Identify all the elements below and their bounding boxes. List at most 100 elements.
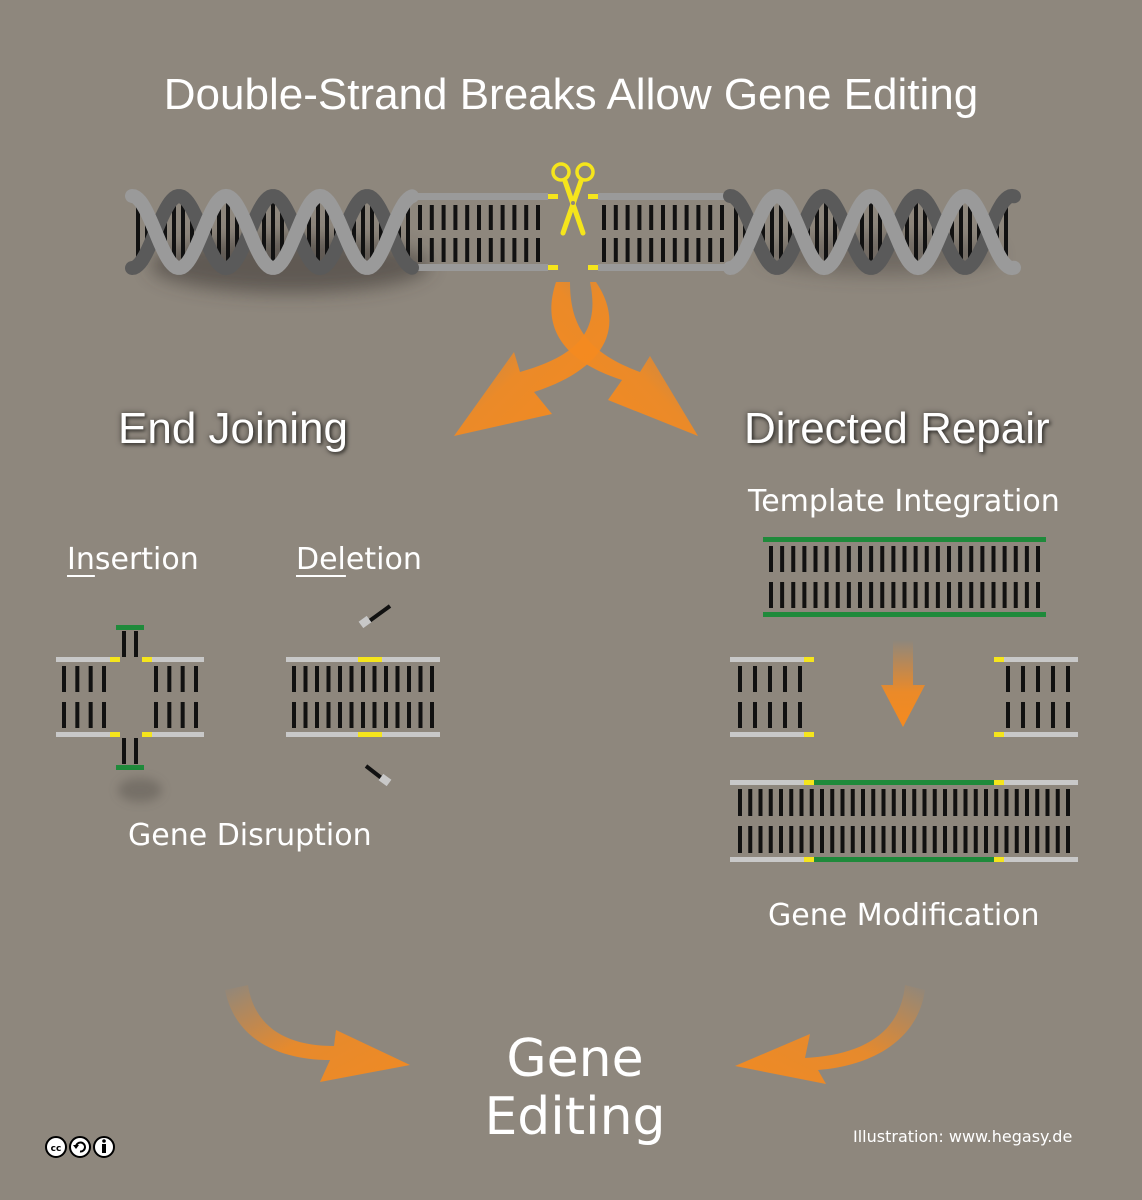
base-pair	[968, 201, 972, 263]
base-pair	[122, 631, 126, 657]
base-pair	[536, 205, 540, 230]
insertion-label-rest: sertion	[94, 542, 199, 577]
base-pair	[991, 546, 996, 572]
base-pair	[935, 582, 940, 608]
base-pair	[720, 205, 724, 230]
base-pair	[625, 205, 630, 230]
base-pair	[846, 582, 851, 608]
base-pair	[512, 205, 517, 230]
base-pair	[958, 582, 963, 608]
base-pair	[379, 214, 383, 250]
template-down-arrow	[881, 640, 925, 727]
base-pair	[194, 666, 198, 692]
base-pair	[708, 238, 713, 262]
base-pair	[734, 202, 738, 262]
base-pair	[780, 582, 785, 608]
base-pair	[180, 666, 185, 692]
base-pair	[1014, 789, 1019, 816]
base-pair	[441, 238, 446, 262]
base-pair	[684, 238, 689, 262]
base-pair	[524, 205, 529, 230]
base-pair	[768, 666, 772, 692]
base-pair	[905, 209, 909, 255]
base-pair	[292, 666, 296, 692]
base-pair	[902, 546, 907, 572]
base-pair	[758, 826, 763, 853]
base-pair	[1051, 666, 1055, 692]
base-pair	[672, 205, 677, 230]
base-pair	[994, 826, 999, 853]
base-pair	[802, 546, 807, 572]
base-pair	[75, 702, 80, 728]
base-pair	[524, 238, 529, 262]
base-pair	[830, 826, 835, 853]
base-pair	[935, 546, 940, 572]
base-pair	[891, 826, 896, 853]
insertion-diagram	[56, 625, 204, 802]
dna-double-helix	[125, 188, 1021, 276]
base-pair	[465, 238, 470, 262]
base-pair	[395, 702, 400, 728]
base-pair	[349, 702, 354, 728]
base-pair	[963, 826, 968, 853]
base-pair	[1045, 789, 1050, 816]
base-pair	[134, 738, 138, 764]
base-pair	[871, 826, 876, 853]
backbone-strand	[1002, 732, 1078, 737]
cc-icon: cc	[45, 1136, 67, 1158]
base-pair	[994, 789, 999, 816]
base-pair	[869, 546, 874, 572]
license-badges: cc	[45, 1136, 115, 1158]
base-pair	[824, 200, 828, 264]
cut-site	[994, 780, 1004, 785]
base-pair	[708, 205, 713, 230]
base-pair	[62, 702, 66, 728]
inserted-sequence	[116, 765, 144, 770]
base-pair	[453, 238, 458, 262]
base-pair	[430, 666, 434, 692]
base-pair	[326, 702, 331, 728]
base-pair	[325, 203, 329, 261]
base-pair	[418, 702, 423, 728]
base-pair	[406, 202, 410, 262]
base-pair	[602, 238, 606, 262]
backbone-strand	[56, 732, 118, 737]
base-pair	[338, 666, 342, 692]
backbone-strand	[146, 732, 204, 737]
gene-editing-line2: Editing	[484, 1087, 666, 1147]
base-pair	[361, 666, 365, 692]
base-pair	[758, 789, 763, 816]
base-pair	[1004, 202, 1008, 262]
base-pair	[418, 238, 422, 262]
cut-site	[994, 857, 1004, 862]
base-pair	[372, 666, 377, 692]
base-pair	[235, 209, 239, 255]
base-pair	[1036, 702, 1040, 728]
cut-site	[804, 780, 814, 785]
inserted-sequence	[116, 625, 144, 630]
base-pair	[902, 582, 907, 608]
base-pair	[924, 546, 929, 572]
base-pair	[372, 702, 377, 728]
base-pair	[846, 546, 851, 572]
backbone-strand	[598, 264, 738, 271]
base-pair	[743, 216, 747, 248]
base-pair	[799, 789, 804, 816]
base-pair	[672, 238, 677, 262]
base-pair	[292, 702, 296, 728]
gene-modification-label: Gene Modification	[768, 898, 1040, 933]
base-pair	[102, 702, 106, 728]
base-pair	[791, 582, 796, 608]
base-pair	[62, 666, 66, 692]
base-pair	[779, 789, 783, 816]
base-pair	[943, 826, 947, 853]
base-pair	[696, 238, 701, 262]
base-pair	[912, 826, 917, 853]
right-converge-arrow	[735, 985, 925, 1084]
base-pair	[802, 582, 807, 608]
base-pair	[891, 789, 896, 816]
base-pair	[768, 789, 773, 816]
base-pair	[1021, 702, 1025, 728]
base-pair	[850, 789, 855, 816]
base-pair	[881, 826, 886, 853]
